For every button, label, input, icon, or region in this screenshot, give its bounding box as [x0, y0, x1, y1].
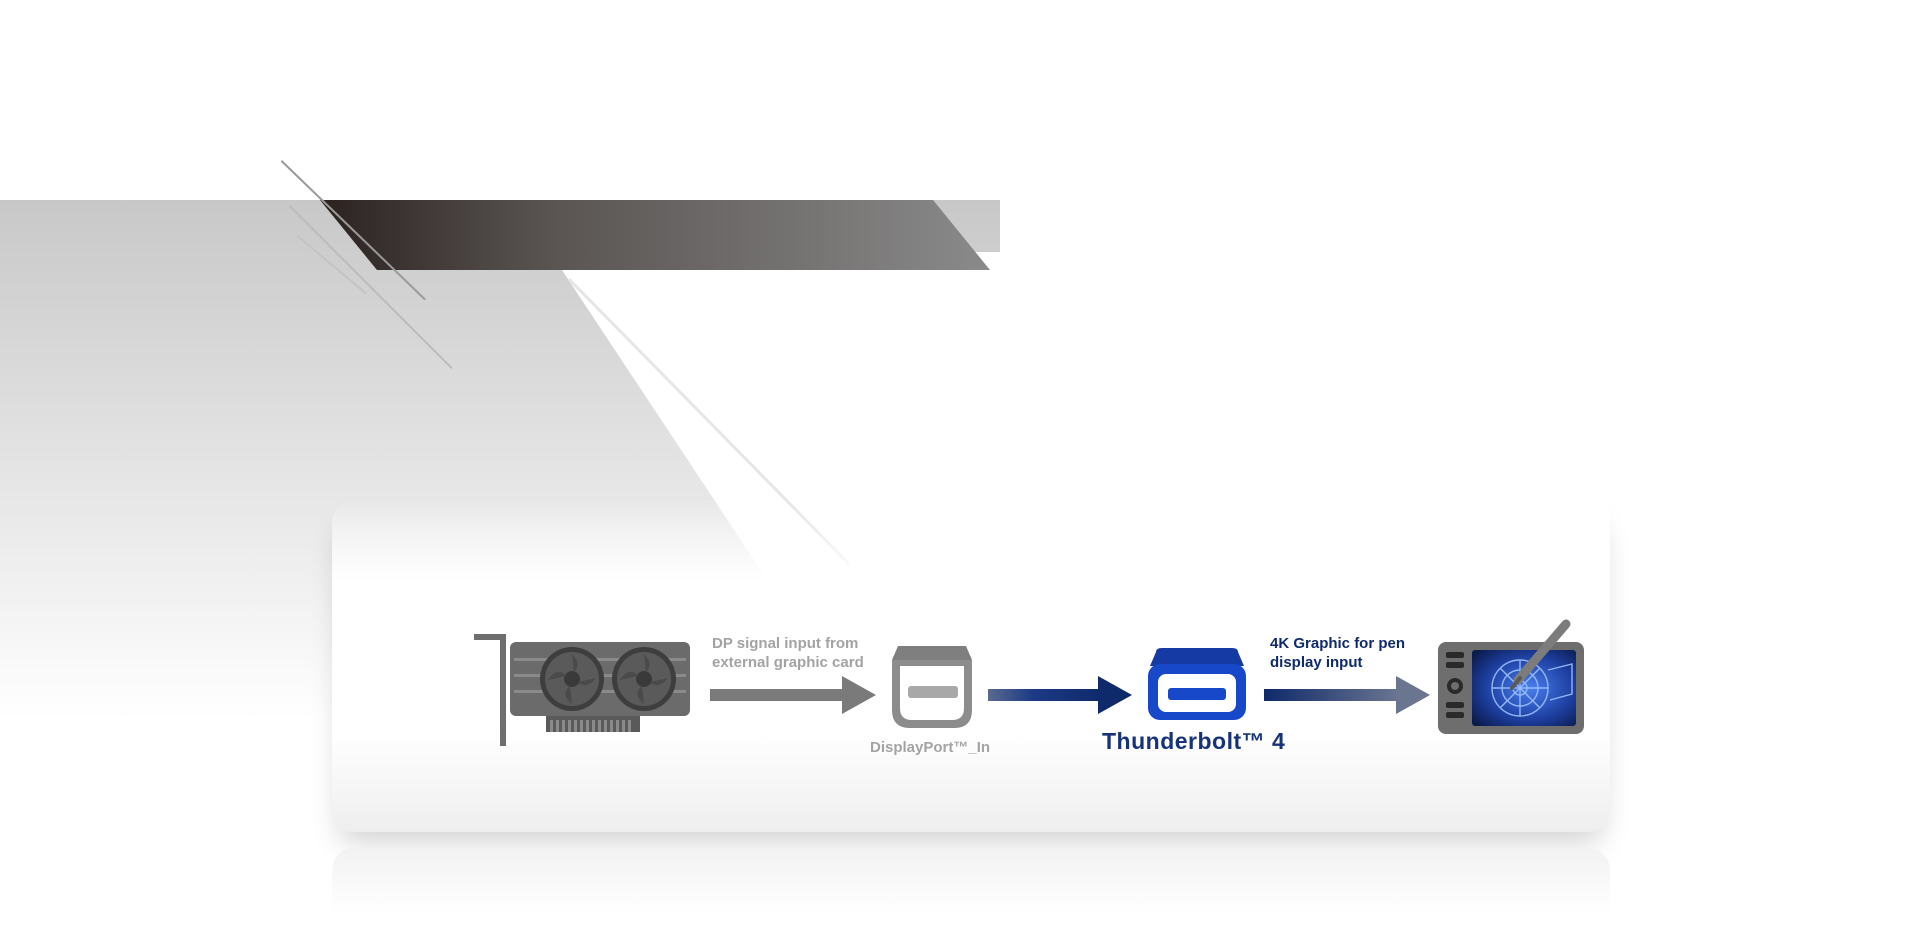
card-reflection	[332, 848, 1610, 930]
edge-label-line: 4K Graphic for pen	[1270, 635, 1406, 652]
edge-label-line: display input	[1270, 654, 1363, 671]
node-label-displayport: DisplayPort™_In	[870, 739, 991, 756]
node-label-thunderbolt: Thunderbolt™ 4	[1102, 728, 1286, 754]
displayport-icon	[892, 646, 972, 728]
edge-label-line: external graphic card	[712, 654, 864, 671]
arrow-blue-icon	[988, 676, 1132, 714]
pen-display-tablet-icon	[1438, 619, 1584, 734]
edge-label-dp-input: DP signal input from external graphic ca…	[712, 634, 864, 672]
header-banner	[320, 200, 990, 270]
arrow-gray-icon	[710, 676, 876, 714]
thunderbolt-port-icon	[1148, 648, 1246, 720]
graphics-card-icon	[474, 634, 690, 746]
edge-label-4k-graphic: 4K Graphic for pen display input	[1270, 634, 1405, 672]
edge-label-line: DP signal input from	[712, 635, 859, 652]
arrow-blue-fade-icon	[1264, 676, 1430, 714]
